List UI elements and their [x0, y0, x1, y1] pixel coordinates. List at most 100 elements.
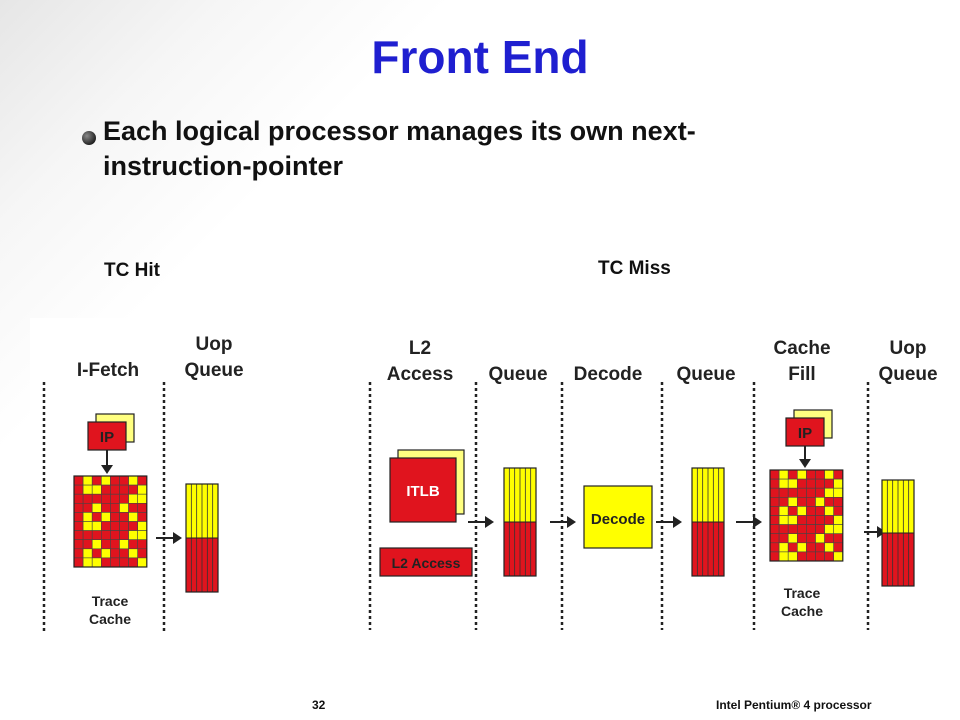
cache-cell — [796, 469, 807, 480]
cache-cell — [110, 493, 120, 504]
cache-cell — [778, 533, 789, 544]
cache-cell — [833, 487, 844, 498]
cache-cell — [769, 506, 780, 516]
cache-cell — [91, 493, 102, 504]
cache-cell — [815, 515, 825, 525]
cache-cell — [796, 551, 807, 562]
cache-cell — [101, 512, 111, 522]
ip-arrow-head — [799, 459, 811, 468]
cache-cell — [787, 551, 798, 562]
bullet-item: Each logical processor manages its own n… — [78, 114, 838, 184]
stage-uop-label: Uop — [890, 338, 927, 359]
cache-cell — [128, 539, 138, 550]
cache-cell — [824, 487, 835, 498]
cache-cell — [796, 515, 807, 525]
cache-cell — [769, 524, 780, 535]
cache-cell — [91, 475, 102, 486]
bullet-text: Each logical processor manages its own n… — [103, 116, 696, 181]
stage-decode-label: Decode — [574, 364, 643, 385]
cache-cell — [82, 512, 93, 522]
cache-cell — [833, 515, 844, 525]
queue-2 — [691, 467, 725, 577]
cache-cell — [128, 512, 138, 522]
queue-1 — [503, 467, 537, 577]
cache-label: Cache — [781, 603, 823, 619]
cache-cell — [119, 539, 129, 550]
cache-cell — [815, 506, 825, 516]
cache-cell — [91, 539, 102, 550]
stage-queue-label: Queue — [878, 364, 937, 385]
cache-cell — [119, 530, 129, 541]
flow-arrow-head — [173, 532, 182, 544]
cache-cell — [796, 533, 807, 544]
cache-cell — [815, 487, 825, 498]
cache-cell — [110, 539, 120, 550]
cache-cell — [101, 493, 111, 504]
cache-cell — [73, 521, 84, 531]
cache-cell — [824, 551, 835, 562]
flow-arrow-head — [485, 516, 494, 528]
cache-cell — [137, 493, 148, 504]
ip-box — [87, 421, 127, 451]
cache-cell — [73, 475, 84, 486]
cache-cell — [769, 469, 780, 480]
cache-cell — [128, 484, 138, 495]
cache-cell — [119, 503, 129, 513]
cache-cell — [833, 542, 844, 553]
stage-queue-label: Queue — [184, 360, 243, 381]
trace-label: Trace — [784, 585, 821, 601]
tc-miss-diagram: L2 Access Queue Decode Queue Cache Fill … — [368, 338, 938, 630]
cache-cell — [128, 475, 138, 486]
cache-cell — [824, 497, 835, 507]
cache-cell — [815, 469, 825, 480]
cache-cell — [128, 557, 138, 568]
cache-label: Cache — [89, 611, 131, 627]
cache-cell — [110, 503, 120, 513]
cache-cell — [769, 515, 780, 525]
cache-cell — [787, 524, 798, 535]
cache-cell — [82, 557, 93, 568]
cache-cell — [119, 475, 129, 486]
cache-cell — [778, 506, 789, 516]
tc-hit-diagram: I-Fetch Uop Queue IP Trace Cache — [42, 334, 244, 634]
cache-cell — [73, 503, 84, 513]
cache-cell — [824, 469, 835, 480]
cache-cell — [806, 497, 816, 507]
cache-cell — [91, 557, 102, 568]
tc-miss-panel: L2 Access Queue Decode Queue Cache Fill … — [356, 318, 952, 638]
cache-cell — [778, 515, 789, 525]
cache-cell — [137, 484, 148, 495]
cache-cell — [128, 503, 138, 513]
cache-cell — [119, 548, 129, 559]
cache-cell — [815, 478, 825, 489]
cache-cell — [833, 524, 844, 535]
cache-cell — [119, 557, 129, 568]
cache-cell — [91, 512, 102, 522]
cache-cell — [101, 484, 111, 495]
cache-cell — [101, 521, 111, 531]
cache-cell — [787, 542, 798, 553]
cache-cell — [91, 503, 102, 513]
cache-cell — [82, 548, 93, 559]
cache-cell — [787, 497, 798, 507]
cache-cell — [778, 497, 789, 507]
cache-cell — [815, 497, 825, 507]
cache-cell — [806, 524, 816, 535]
cache-cell — [778, 478, 789, 489]
cache-cell — [833, 469, 844, 480]
cache-cell — [796, 478, 807, 489]
cache-cell — [73, 530, 84, 541]
cache-cell — [833, 478, 844, 489]
cache-cell — [787, 487, 798, 498]
cache-cell — [82, 503, 93, 513]
cache-cell — [101, 548, 111, 559]
stage-uop-label: Uop — [196, 334, 233, 355]
cache-cell — [82, 539, 93, 550]
tc-hit-label: TC Hit — [104, 260, 160, 281]
cache-cell — [119, 521, 129, 531]
cache-cell — [137, 503, 148, 513]
cache-cell — [787, 533, 798, 544]
page-number: 32 — [312, 698, 326, 712]
decode-box — [583, 485, 653, 549]
queue-outline — [503, 467, 537, 577]
